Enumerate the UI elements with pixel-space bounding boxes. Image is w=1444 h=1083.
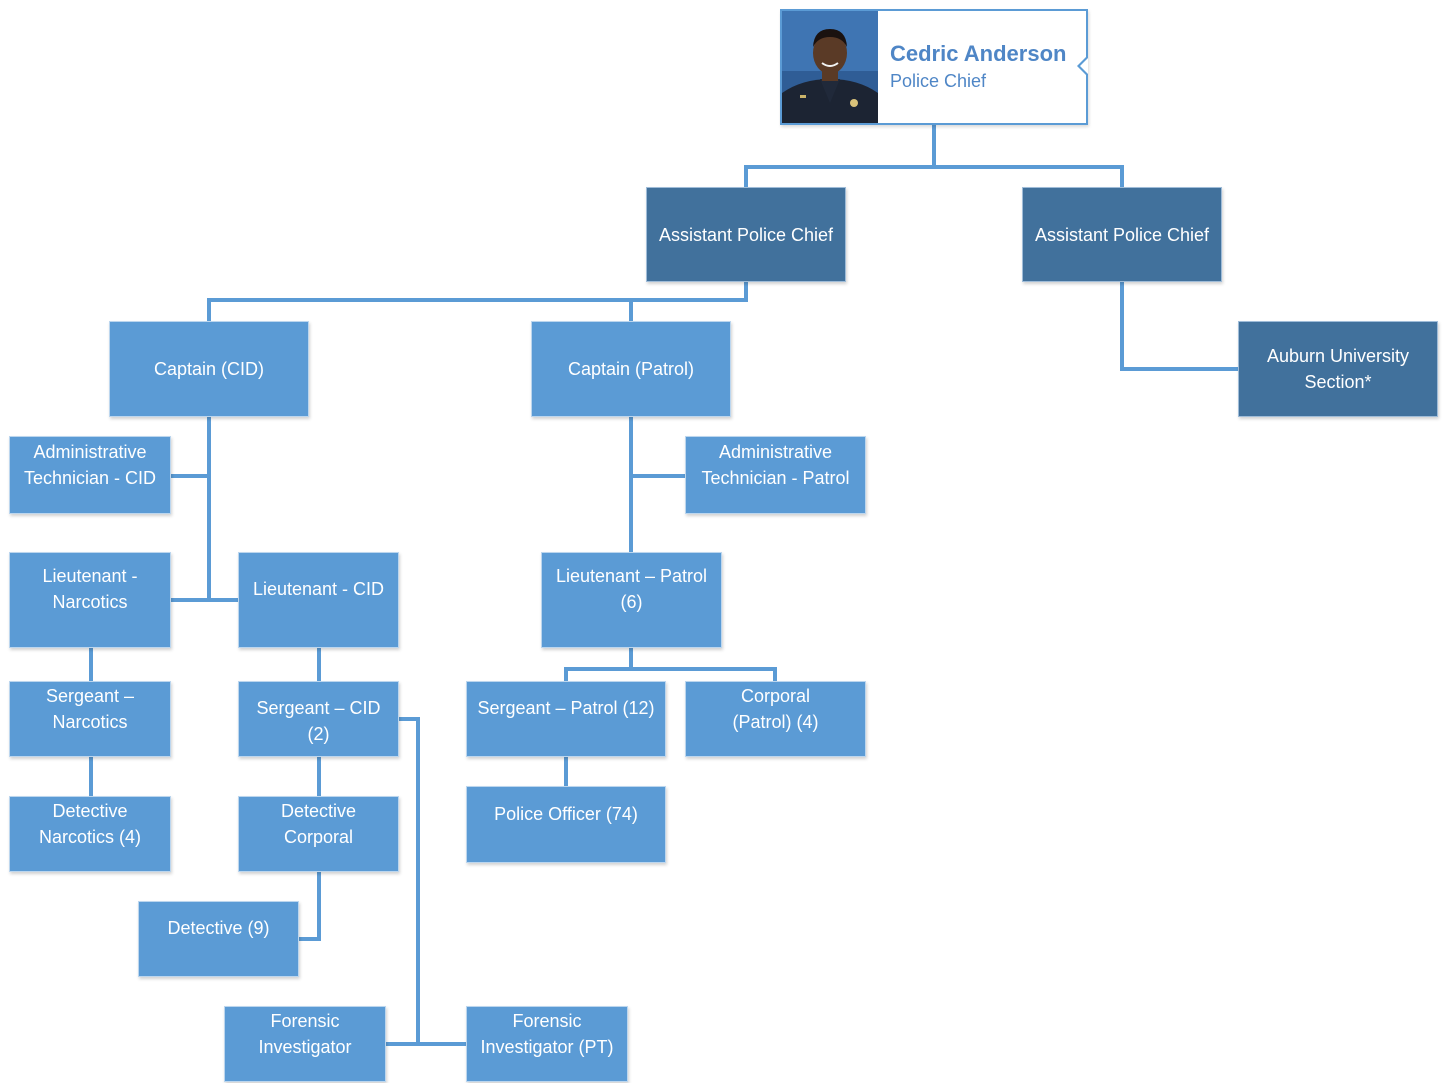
- node-detective-corporal[interactable]: Detective Corporal: [238, 796, 399, 872]
- node-auburn-university-section[interactable]: Auburn University Section*: [1238, 321, 1438, 417]
- connector-captain-cid-trunk: [171, 417, 211, 602]
- node-captain-patrol[interactable]: Captain (Patrol): [531, 321, 731, 417]
- collapse-tab-icon-inner: [1080, 58, 1088, 74]
- node-label: Auburn University Section*: [1266, 346, 1410, 392]
- connector-detcorp-detective: [299, 872, 321, 941]
- chief-title: Police Chief: [890, 71, 987, 91]
- node-forensic-investigator-pt[interactable]: Forensic Investigator (PT): [466, 1006, 628, 1082]
- connector-sgt-cid-forensic: [399, 717, 420, 1044]
- node-corporal-patrol[interactable]: Corporal (Patrol) (4): [685, 681, 866, 757]
- node-detective[interactable]: Detective (9): [138, 901, 299, 977]
- node-label: Sergeant – Patrol (12): [477, 698, 655, 718]
- node-label: Detective Corporal: [280, 801, 357, 847]
- node-police-officer[interactable]: Police Officer (74): [466, 786, 666, 863]
- node-label: Assistant Police Chief: [658, 224, 834, 245]
- node-lieutenant-patrol[interactable]: Lieutenant – Patrol (6): [541, 552, 722, 648]
- node-label: Forensic Investigator: [258, 1011, 352, 1057]
- connector-lt-patrol-corporal: [631, 667, 777, 681]
- chief-card[interactable]: Cedric Anderson Police Chief: [780, 9, 1088, 125]
- chief-photo: [782, 11, 878, 123]
- node-label: Sergeant – Narcotics: [45, 686, 135, 732]
- node-assistant-police-chief-right[interactable]: Assistant Police Chief: [1022, 187, 1222, 282]
- node-lieutenant-narcotics[interactable]: Lieutenant - Narcotics: [9, 552, 171, 648]
- chief-name: Cedric Anderson: [890, 41, 1067, 66]
- node-admin-technician-patrol[interactable]: Administrative Technician - Patrol: [685, 436, 866, 514]
- node-label: Lieutenant – Patrol (6): [555, 566, 708, 612]
- connector-assistants-bar: [744, 165, 1124, 187]
- node-label: Corporal (Patrol) (4): [732, 686, 819, 732]
- node-forensic-investigator[interactable]: Forensic Investigator: [224, 1006, 386, 1082]
- node-label: Detective Narcotics (4): [38, 801, 141, 847]
- connector-lt-patrol-bar: [564, 648, 633, 681]
- connector-asst-auburn: [1120, 282, 1238, 371]
- node-label: Detective (9): [167, 918, 270, 938]
- node-admin-technician-cid[interactable]: Administrative Technician - CID: [9, 436, 171, 514]
- connector-asst-captains: [207, 282, 748, 321]
- node-assistant-police-chief-left[interactable]: Assistant Police Chief: [646, 187, 846, 282]
- node-detective-narcotics[interactable]: Detective Narcotics (4): [9, 796, 171, 872]
- node-label: Forensic Investigator (PT): [480, 1011, 614, 1057]
- node-label: Administrative Technician - CID: [23, 442, 157, 488]
- node-sergeant-narcotics[interactable]: Sergeant – Narcotics: [9, 681, 171, 757]
- node-sergeant-cid[interactable]: Sergeant – CID (2): [238, 681, 399, 757]
- node-lieutenant-cid[interactable]: Lieutenant - CID: [238, 552, 399, 648]
- node-captain-cid[interactable]: Captain (CID): [109, 321, 309, 417]
- node-label: Police Officer (74): [494, 804, 638, 824]
- node-label: Captain (Patrol): [567, 359, 695, 379]
- node-label: Lieutenant - Narcotics: [42, 566, 138, 612]
- node-sergeant-patrol[interactable]: Sergeant – Patrol (12): [466, 681, 666, 757]
- node-label: Sergeant – CID (2): [256, 698, 381, 744]
- node-label: Administrative Technician - Patrol: [701, 442, 850, 488]
- node-label: Assistant Police Chief: [1034, 224, 1210, 245]
- node-label: Captain (CID): [153, 359, 265, 379]
- node-label: Lieutenant - CID: [252, 579, 385, 599]
